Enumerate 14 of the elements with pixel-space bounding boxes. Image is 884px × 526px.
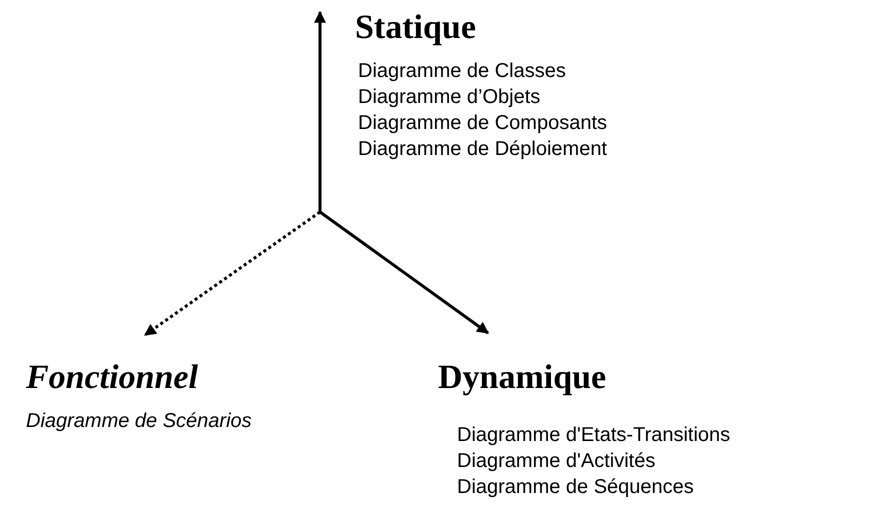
- diagram-type-text: Diagramme de Déploiement: [358, 137, 608, 162]
- category-heading: Fonctionnel: [26, 358, 199, 398]
- arrow: [144, 210, 321, 336]
- diagram-type-text: Diagramme d'Etats-Transitions: [457, 423, 730, 448]
- category-heading: Dynamique: [438, 358, 608, 398]
- diagram-type-text: Diagramme de Scénarios: [26, 409, 252, 434]
- diagram-type-text: Diagramme de Séquences: [457, 475, 695, 500]
- category-heading: Statique: [355, 8, 477, 48]
- diagram-type-text: Diagramme d’Objets: [358, 85, 542, 110]
- diagram-type-text: Diagramme de Composants: [358, 111, 608, 136]
- arrow: [319, 210, 489, 334]
- arrow: [314, 10, 326, 212]
- diagram-type-text: Diagramme d'Activités: [457, 449, 656, 474]
- diagram-type-text: Diagramme de Classes: [358, 59, 567, 84]
